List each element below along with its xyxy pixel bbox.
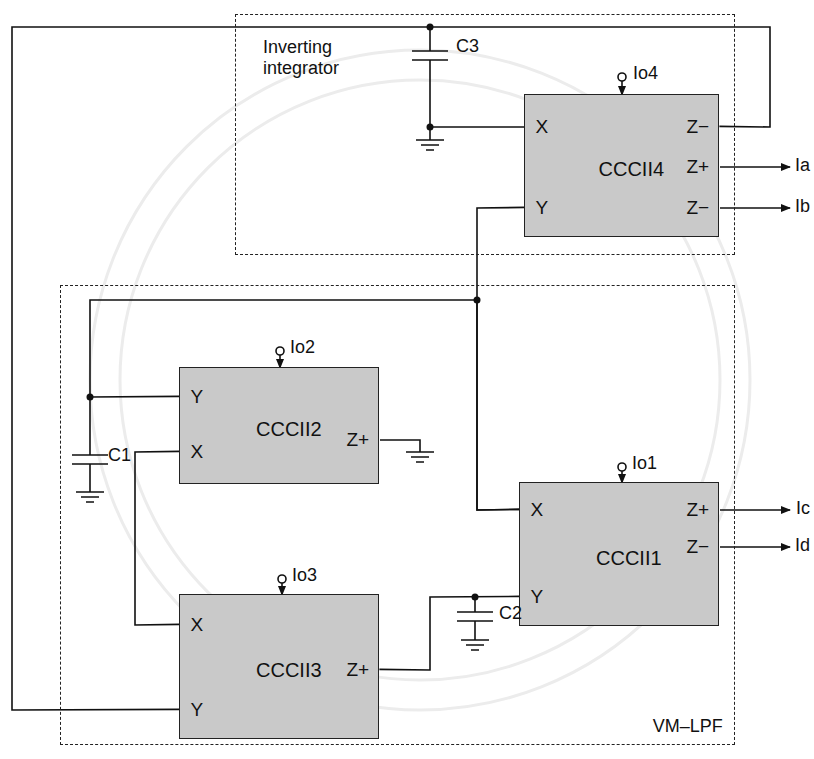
pin-label: Z− [686,537,709,558]
current-label: Io1 [632,454,657,474]
wire [90,300,519,510]
pin-label: Z+ [686,157,709,178]
pin-label: Z+ [346,430,369,451]
output-current-arrow [720,167,790,547]
current-label: Id [795,536,810,556]
current-label: Io2 [290,338,315,358]
block-name: CCCII2 [256,418,322,440]
wire [135,451,179,625]
dashed-region: Inverting integratorCCCII4 X Y Z− Z+ Z− [235,14,735,255]
block-name: CCCII3 [256,659,322,681]
current-label: Io3 [292,566,317,586]
wire [12,27,770,710]
pin-label: Z+ [346,660,369,681]
region-title: VM–LPF [653,716,723,737]
capacitor-label: C1 [108,446,131,466]
pin-label: Y [190,700,203,721]
pin-label: Y [190,387,203,408]
pin-label: Y [530,587,543,608]
current-label: Io4 [633,64,658,84]
block-name: CCCII4 [599,158,665,180]
dashed-region: VM–LPFCCCII2YXZ+CCCII1XYZ+Z−CCCII3XYZ+ [60,285,735,745]
cccii-block: CCCII4 X Y Z− Z+ Z− [524,94,719,237]
current-label: Ib [795,197,810,217]
block-name: CCCII1 [596,547,662,569]
pin-label: X [190,615,203,636]
pin-label: X [530,500,543,521]
pin-label: Z− [686,117,709,138]
cccii-block: CCCII3 X Y Z+ [179,594,379,739]
pin-label: Z− [686,198,709,219]
capacitor-label: C2 [499,604,522,624]
region-title: Inverting integrator [263,37,388,78]
capacitor-symbol [457,597,493,650]
capacitor-label: C3 [456,37,479,57]
pin-label: Y [535,198,548,219]
current-label: Ia [795,156,810,176]
cccii-block: CCCII2 Y X Z+ [179,367,379,484]
ground-symbol [380,440,434,462]
capacitor-symbol [412,27,525,150]
pin-label: X [190,442,203,463]
wire [379,596,519,670]
cccii-block: CCCII1 X Y Z+ Z− [519,482,719,626]
pin-label: Z+ [686,500,709,521]
capacitor-symbol [72,397,108,502]
pin-label: X [535,117,548,138]
wire [477,207,524,510]
junction-dot [87,24,481,601]
current-label: Ic [796,499,810,519]
